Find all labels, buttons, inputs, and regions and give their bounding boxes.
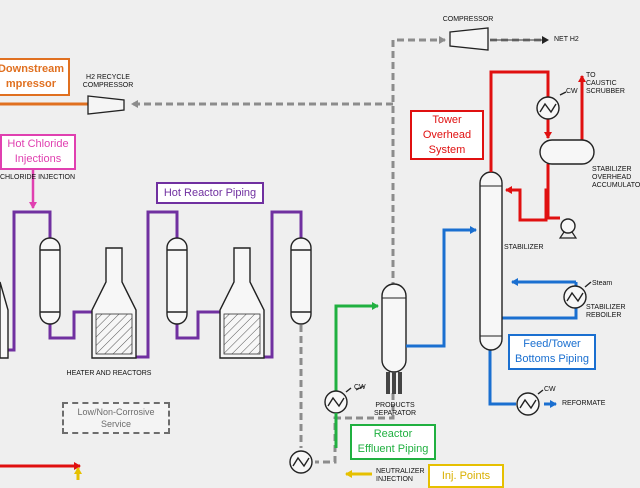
callout-inj-points: Inj. Points <box>428 464 504 488</box>
reactor-1 <box>39 237 61 325</box>
reactor-vessels <box>39 237 312 325</box>
injection-point-lines <box>74 467 372 480</box>
callout-downstream-compressor: Downstream mpressor <box>0 58 70 96</box>
reactor-2 <box>166 237 188 325</box>
reactor-effluent-piping <box>334 302 379 395</box>
stabilizer-column <box>479 171 503 351</box>
label-compressor: COMPRESSOR <box>442 16 494 23</box>
callout-feed-tower-bottoms-piping: Feed/Tower Bottoms Piping <box>508 334 596 370</box>
callout-reactor-effluent-piping: Reactor Effluent Piping <box>350 424 436 460</box>
callout-hot-chloride-injections: Hot Chloride Injections <box>0 134 76 170</box>
label-h2-recycle-compressor: H2 RECYCLE COMPRESSOR <box>82 74 134 89</box>
label-steam: Steam <box>592 280 613 287</box>
products-separator <box>381 283 407 394</box>
label-stabilizer: STABILIZER <box>504 244 544 251</box>
label-products-separator: PRODUCTS SEPARATOR <box>373 402 416 417</box>
stabilizer-reboiler-exchanger <box>563 281 592 309</box>
overhead-condenser <box>536 91 567 120</box>
net-gas-compressor <box>449 27 489 51</box>
heater-0-partial <box>0 281 9 359</box>
label-net-h2: NET H2 <box>554 36 579 43</box>
label-heater-and-reactors: HEATER AND REACTORS <box>66 370 152 377</box>
label-reformate: REFORMATE <box>562 400 606 407</box>
effluent-cooler <box>324 387 352 414</box>
reactor-3 <box>290 237 312 325</box>
hot-reactor-piping <box>0 210 303 359</box>
feed-effluent-exchanger <box>289 450 313 474</box>
label-stabilizer-reboiler: STABILIZER REBOILER <box>586 304 626 319</box>
label-cw-effluent: CW <box>354 384 366 391</box>
fired-heaters <box>0 247 265 359</box>
label-chloride-injection: CHLORIDE INJECTION <box>0 174 76 181</box>
callout-tower-overhead-system: Tower Overhead System <box>410 110 484 160</box>
reformate-cooler <box>516 389 544 416</box>
reflux-pump <box>558 218 578 239</box>
cw-tick-effluent <box>355 385 365 391</box>
callout-hot-reactor-piping: Hot Reactor Piping <box>156 182 264 204</box>
heat-exchangers <box>289 91 592 474</box>
label-cw-reformate: CW <box>544 386 556 393</box>
label-cw-overhead: CW <box>566 88 578 95</box>
callout-low-non-corrosive-service: Low/Non-Corrosive Service <box>62 402 170 434</box>
stabilizer-overhead-accumulator <box>539 139 595 165</box>
h2-recycle-compressor <box>87 95 125 115</box>
net-gas-line <box>391 36 446 300</box>
label-neutralizer-injection: NEUTRALIZER INJECTION <box>376 468 425 483</box>
tower-overhead-piping <box>489 70 586 222</box>
label-to-caustic-scrubber: TO CAUSTIC SCRUBBER <box>586 72 625 95</box>
label-stabilizer-overhead-accumulator: STABILIZER OVERHEAD ACCUMULATOR <box>592 166 640 189</box>
